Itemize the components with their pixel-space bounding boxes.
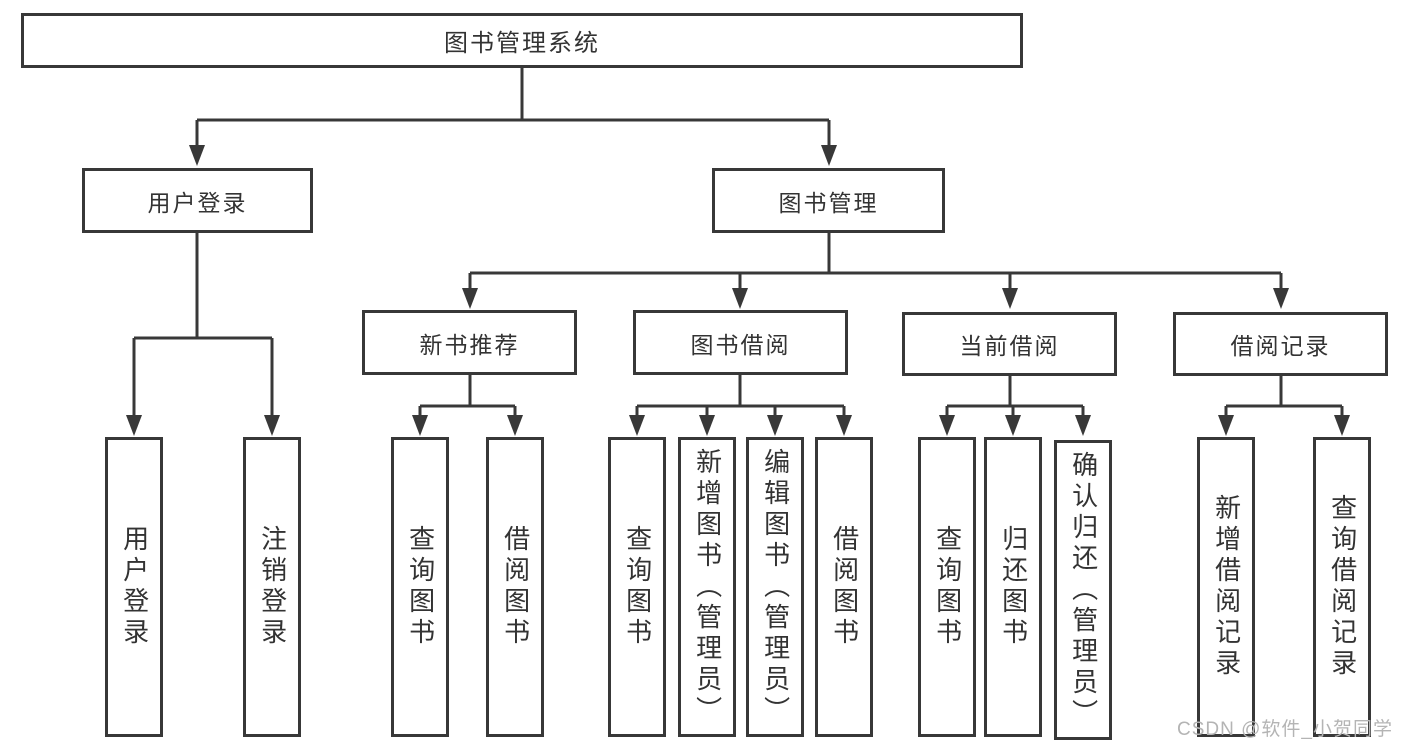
leaf-label: 归还图书 (998, 525, 1029, 649)
arrow-down-icon (126, 415, 142, 436)
arrow-down-icon (1002, 288, 1018, 309)
node-user-login-branch: 用户登录 (82, 168, 313, 233)
wire-records-to-leaves (1224, 375, 1344, 421)
arrow-down-icon (767, 415, 783, 436)
arrow-down-icon (507, 415, 523, 436)
wire-newbook-to-leaves (418, 375, 517, 421)
wire-borrow-to-leaves (635, 375, 846, 421)
node-label: 图书管理 (778, 189, 879, 216)
node-book-borrow: 图书借阅 (633, 310, 848, 375)
leaf-query-books-2: 查询图书 (608, 437, 666, 737)
node-label: 借阅记录 (1230, 333, 1331, 359)
arrow-down-icon (732, 288, 748, 309)
node-label: 新书推荐 (419, 331, 520, 358)
arrowheads (126, 145, 1350, 436)
leaf-label: 新增借阅记录 (1211, 494, 1242, 680)
node-current-borrow: 当前借阅 (902, 312, 1117, 376)
leaf-logout: 注销登录 (243, 437, 301, 737)
arrow-down-icon (462, 288, 478, 309)
arrow-down-icon (1005, 415, 1021, 436)
leaf-label: 借阅图书 (829, 525, 860, 649)
leaf-label: 用户登录 (119, 525, 150, 649)
arrow-down-icon (189, 145, 205, 166)
leaf-label: 查询图书 (405, 525, 436, 649)
leaf-add-borrow-record: 新增借阅记录 (1197, 437, 1255, 737)
arrow-down-icon (836, 415, 852, 436)
leaf-query-borrow-record: 查询借阅记录 (1313, 437, 1371, 737)
arrow-down-icon (412, 415, 428, 436)
wire-userlogin-to-leaves (132, 231, 274, 421)
node-label: 用户登录 (147, 189, 248, 216)
node-root-system: 图书管理系统 (21, 13, 1023, 68)
arrow-down-icon (821, 145, 837, 166)
arrow-down-icon (1075, 415, 1091, 436)
csdn-watermark: CSDN @软件_小贺同学 (1177, 719, 1393, 740)
node-label: 当前借阅 (959, 333, 1060, 359)
node-book-management-branch: 图书管理 (712, 168, 945, 233)
node-label: 图书借阅 (690, 331, 791, 358)
leaf-query-books-1: 查询图书 (391, 437, 449, 737)
leaf-label: 借阅图书 (500, 525, 531, 649)
arrow-down-icon (629, 415, 645, 436)
leaf-label: 查询图书 (622, 525, 653, 649)
leaf-borrow-books-1: 借阅图书 (486, 437, 544, 737)
leaf-label: 查询图书 (932, 525, 963, 649)
leaf-label: 确认归还（管理员） (1068, 450, 1099, 730)
leaf-add-book-admin: 新增图书（管理员） (678, 437, 736, 737)
leaf-borrow-books-2: 借阅图书 (815, 437, 873, 737)
wire-current-to-leaves (945, 375, 1085, 421)
arrow-down-icon (939, 415, 955, 436)
wire-bookmgmt-to-sections (468, 231, 1283, 293)
arrow-down-icon (1218, 415, 1234, 436)
node-new-book-recommend: 新书推荐 (362, 310, 577, 375)
arrow-down-icon (1273, 288, 1289, 309)
arrow-down-icon (264, 415, 280, 436)
arrow-down-icon (699, 415, 715, 436)
node-borrow-records: 借阅记录 (1173, 312, 1388, 376)
leaf-label: 注销登录 (257, 525, 288, 649)
leaf-edit-book-admin: 编辑图书（管理员） (746, 437, 804, 737)
wire-root-to-level1 (195, 66, 831, 150)
leaf-confirm-return-admin: 确认归还（管理员） (1054, 440, 1112, 740)
leaf-label: 新增图书（管理员） (692, 447, 723, 727)
leaf-return-book: 归还图书 (984, 437, 1042, 737)
leaf-user-login: 用户登录 (105, 437, 163, 737)
leaf-label: 编辑图书（管理员） (760, 447, 791, 727)
leaf-label: 查询借阅记录 (1327, 494, 1358, 680)
leaf-query-books-3: 查询图书 (918, 437, 976, 737)
node-root-label: 图书管理系统 (444, 30, 600, 57)
arrow-down-icon (1334, 415, 1350, 436)
